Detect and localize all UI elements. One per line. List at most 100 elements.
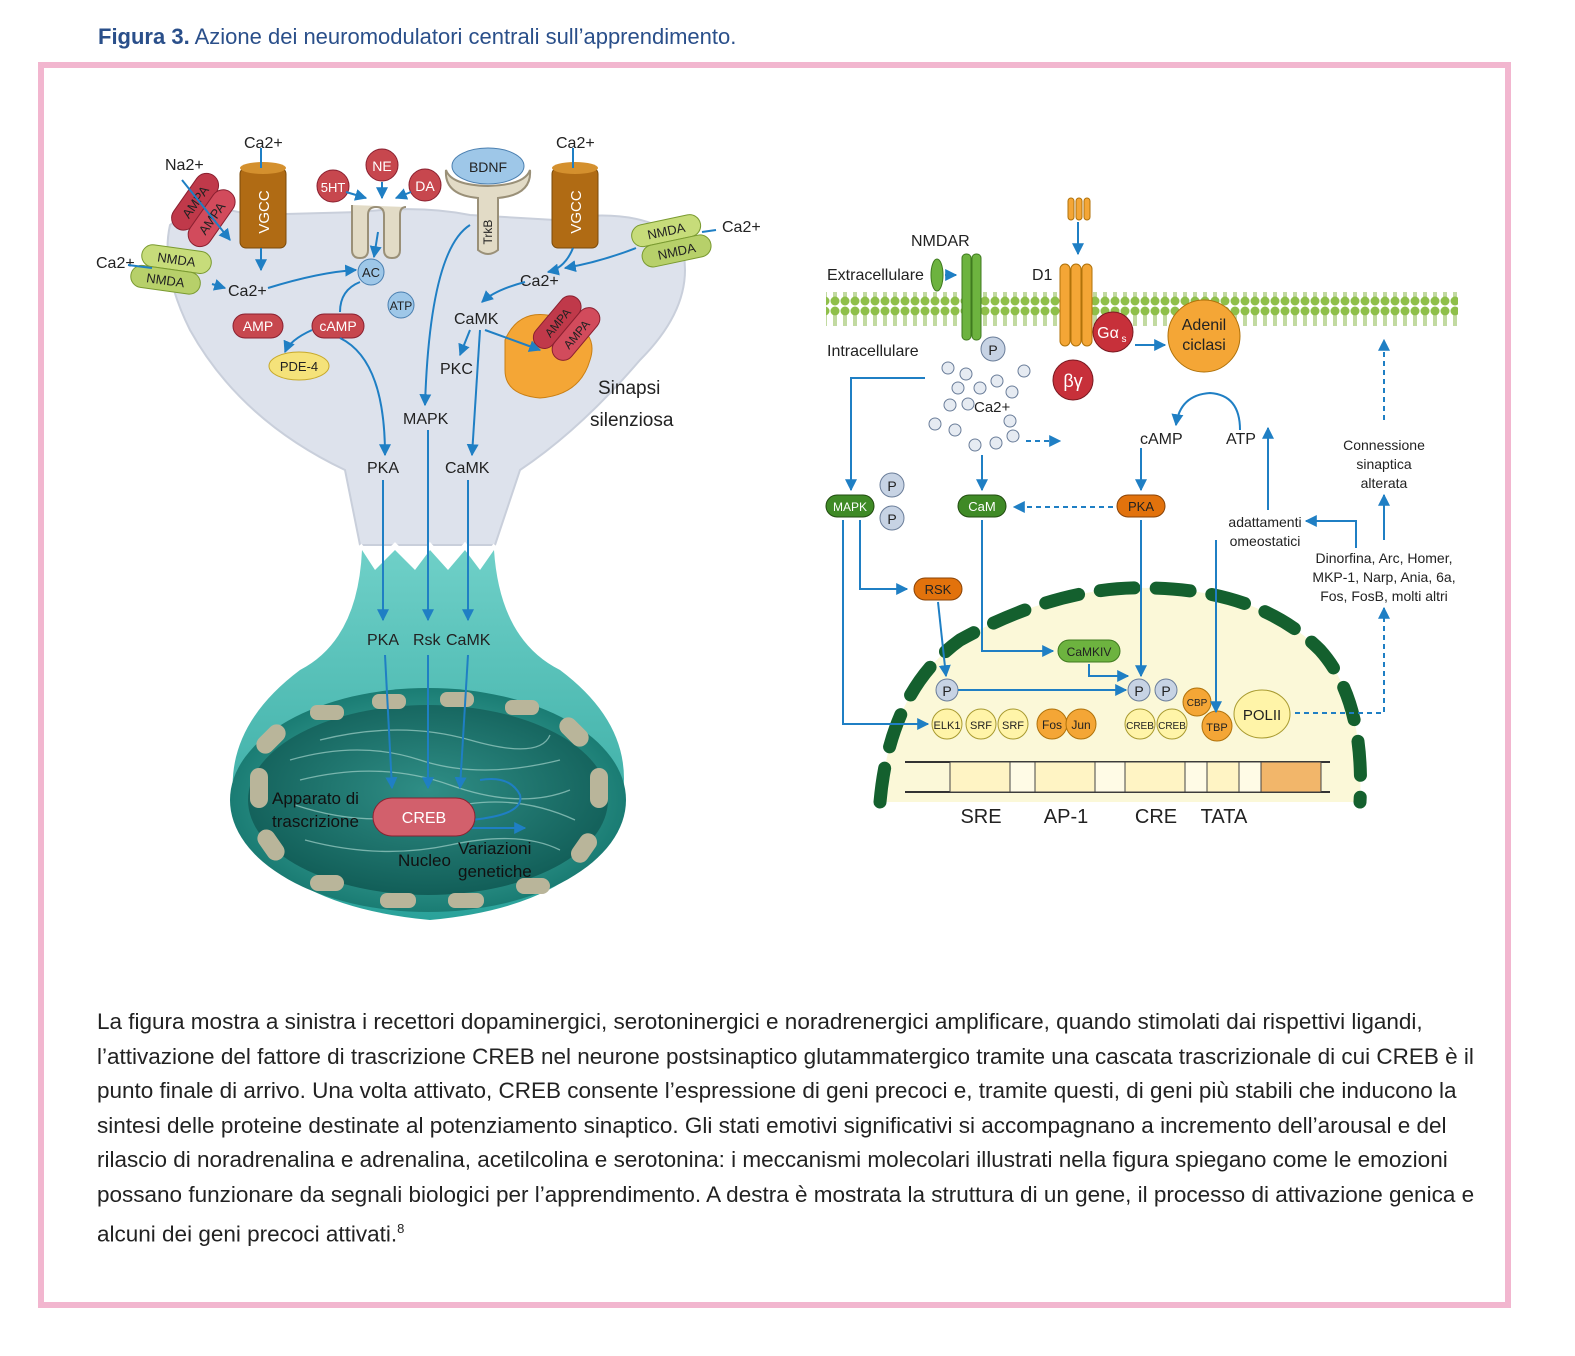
extracellulare-label: Extracellulare xyxy=(827,267,924,284)
nmda-label: NMDA xyxy=(156,250,196,270)
da-label: DA xyxy=(415,178,435,194)
figure-title-text: Azione dei neuromodulatori centrali sull… xyxy=(194,24,737,49)
pka xyxy=(1116,494,1166,518)
5ht-ligand xyxy=(316,169,350,203)
left-neuron: AMPA AMPA VGCC Ca2+ Na2+ NMDA NMDA Ca2+ … xyxy=(96,135,761,920)
camk-label: CaMK xyxy=(446,632,491,649)
intracellulare-label: Intracellulare xyxy=(827,343,919,360)
ca-label: Ca2+ xyxy=(244,135,283,152)
dna-strip xyxy=(905,761,1330,793)
caption-reference: 8 xyxy=(397,1221,405,1236)
adenil-label: ciclasi xyxy=(1182,337,1226,354)
ca-label: Ca2+ xyxy=(228,283,267,300)
p-label: P xyxy=(942,683,951,699)
p-label: P xyxy=(1161,683,1170,699)
connessione-label: sinaptica xyxy=(1356,456,1411,472)
ca-label: Ca2+ xyxy=(96,255,135,272)
sinapsi-label: Sinapsi xyxy=(598,378,660,399)
rsk-label: Rsk xyxy=(413,632,442,649)
tbp-label: TBP xyxy=(1206,722,1227,734)
nmda-receptor-right: NMDA NMDA xyxy=(631,214,712,268)
right-panel: Extracellulare Intracellulare NMDAR D1 G… xyxy=(825,197,1458,828)
bdnf xyxy=(451,147,525,185)
pde4-label: PDE-4 xyxy=(280,359,318,374)
adenil-label: Adenil xyxy=(1182,317,1226,334)
ac-enzyme xyxy=(357,258,385,286)
zigzag-boundary xyxy=(358,541,497,569)
creb-label: CREB xyxy=(1158,721,1186,732)
polii-label: POLII xyxy=(1243,707,1281,724)
srf-label: SRF xyxy=(970,720,992,732)
gas-protein xyxy=(1092,311,1134,353)
phosphate xyxy=(879,472,905,498)
phosphate xyxy=(1127,678,1151,702)
phosphate xyxy=(980,336,1006,362)
ca-label: Ca2+ xyxy=(974,399,1011,416)
camk-label: CaMK xyxy=(454,311,499,328)
pka-label: PKA xyxy=(367,460,399,477)
amp xyxy=(232,313,284,339)
elk1-label: ELK1 xyxy=(934,720,961,732)
amp-label: AMP xyxy=(243,318,273,334)
nmdar-label: NMDAR xyxy=(911,233,970,250)
variazioni-label: Variazioni xyxy=(458,839,531,858)
camkiv-label: CaMKIV xyxy=(1067,645,1112,659)
figure-frame xyxy=(38,62,1511,1308)
atp-label: ATP xyxy=(390,299,412,313)
figure-caption: La figura mostra a sinistra i recettori … xyxy=(97,1005,1502,1252)
creb-label: CREB xyxy=(1126,721,1154,732)
connessione-label: alterata xyxy=(1361,475,1408,491)
rsk xyxy=(913,577,963,601)
bdnf-label: BDNF xyxy=(469,159,507,175)
variazioni-label: genetiche xyxy=(458,862,532,881)
jun-label: Jun xyxy=(1071,718,1090,732)
tf-row xyxy=(931,687,1291,742)
cre-label: CRE xyxy=(1135,806,1177,828)
da-ligand xyxy=(408,168,442,202)
geni-label: MKP-1, Narp, Ania, 6a, xyxy=(1312,569,1455,585)
apparato-label: Apparato di xyxy=(272,789,359,808)
gas-label: Gα xyxy=(1097,325,1119,342)
d1-label: D1 xyxy=(1032,267,1053,284)
trkb-label: TrkB xyxy=(481,220,495,245)
apparato-label: trascrizione xyxy=(272,812,359,831)
ac-label: AC xyxy=(362,265,380,280)
beta-gamma xyxy=(1052,359,1094,401)
tata-label: TATA xyxy=(1201,806,1248,828)
pde4 xyxy=(268,351,330,381)
connessione-label: Connessione xyxy=(1343,437,1425,453)
p-label: P xyxy=(887,511,896,527)
glutamate xyxy=(930,258,944,292)
atp-molecule xyxy=(387,291,415,319)
camk-label: CaMK xyxy=(445,460,490,477)
mapk-label: MAPK xyxy=(403,411,449,428)
vgcc-label: VGCC xyxy=(568,190,585,234)
camp-label: cAMP xyxy=(319,318,356,334)
gpcr-receptor xyxy=(351,205,407,260)
adattamenti-label: omeostatici xyxy=(1230,533,1301,549)
ca-label: Ca2+ xyxy=(556,135,595,152)
rsk-label: RSK xyxy=(925,582,952,597)
ampa-receptor-silent: AMPA AMPA xyxy=(532,295,601,361)
geni-label: Fos, FosB, molti altri xyxy=(1320,588,1448,604)
vgcc-channel-right: VGCC xyxy=(551,162,599,249)
na-label: Na2+ xyxy=(165,157,204,174)
nuclear-envelope xyxy=(873,581,1367,809)
sre-label: SRE xyxy=(960,806,1001,828)
creb-label: CREB xyxy=(402,810,446,827)
d1-receptor xyxy=(1059,263,1093,347)
sinapsi-label: silenziosa xyxy=(590,410,674,431)
adattamenti-label: adattamenti xyxy=(1228,514,1301,530)
trkb-receptor xyxy=(444,169,532,255)
5ht-label: 5HT xyxy=(321,180,346,195)
ca-label: Ca2+ xyxy=(722,219,761,236)
ap1-label: AP-1 xyxy=(1044,806,1088,828)
creb-left xyxy=(372,797,476,837)
ne-label: NE xyxy=(372,158,391,174)
nucleo-label: Nucleo xyxy=(398,851,451,870)
p-label: P xyxy=(887,478,896,494)
cbp-label: CBP xyxy=(1187,698,1208,709)
p-label: P xyxy=(1134,683,1143,699)
srf-label: SRF xyxy=(1002,720,1024,732)
